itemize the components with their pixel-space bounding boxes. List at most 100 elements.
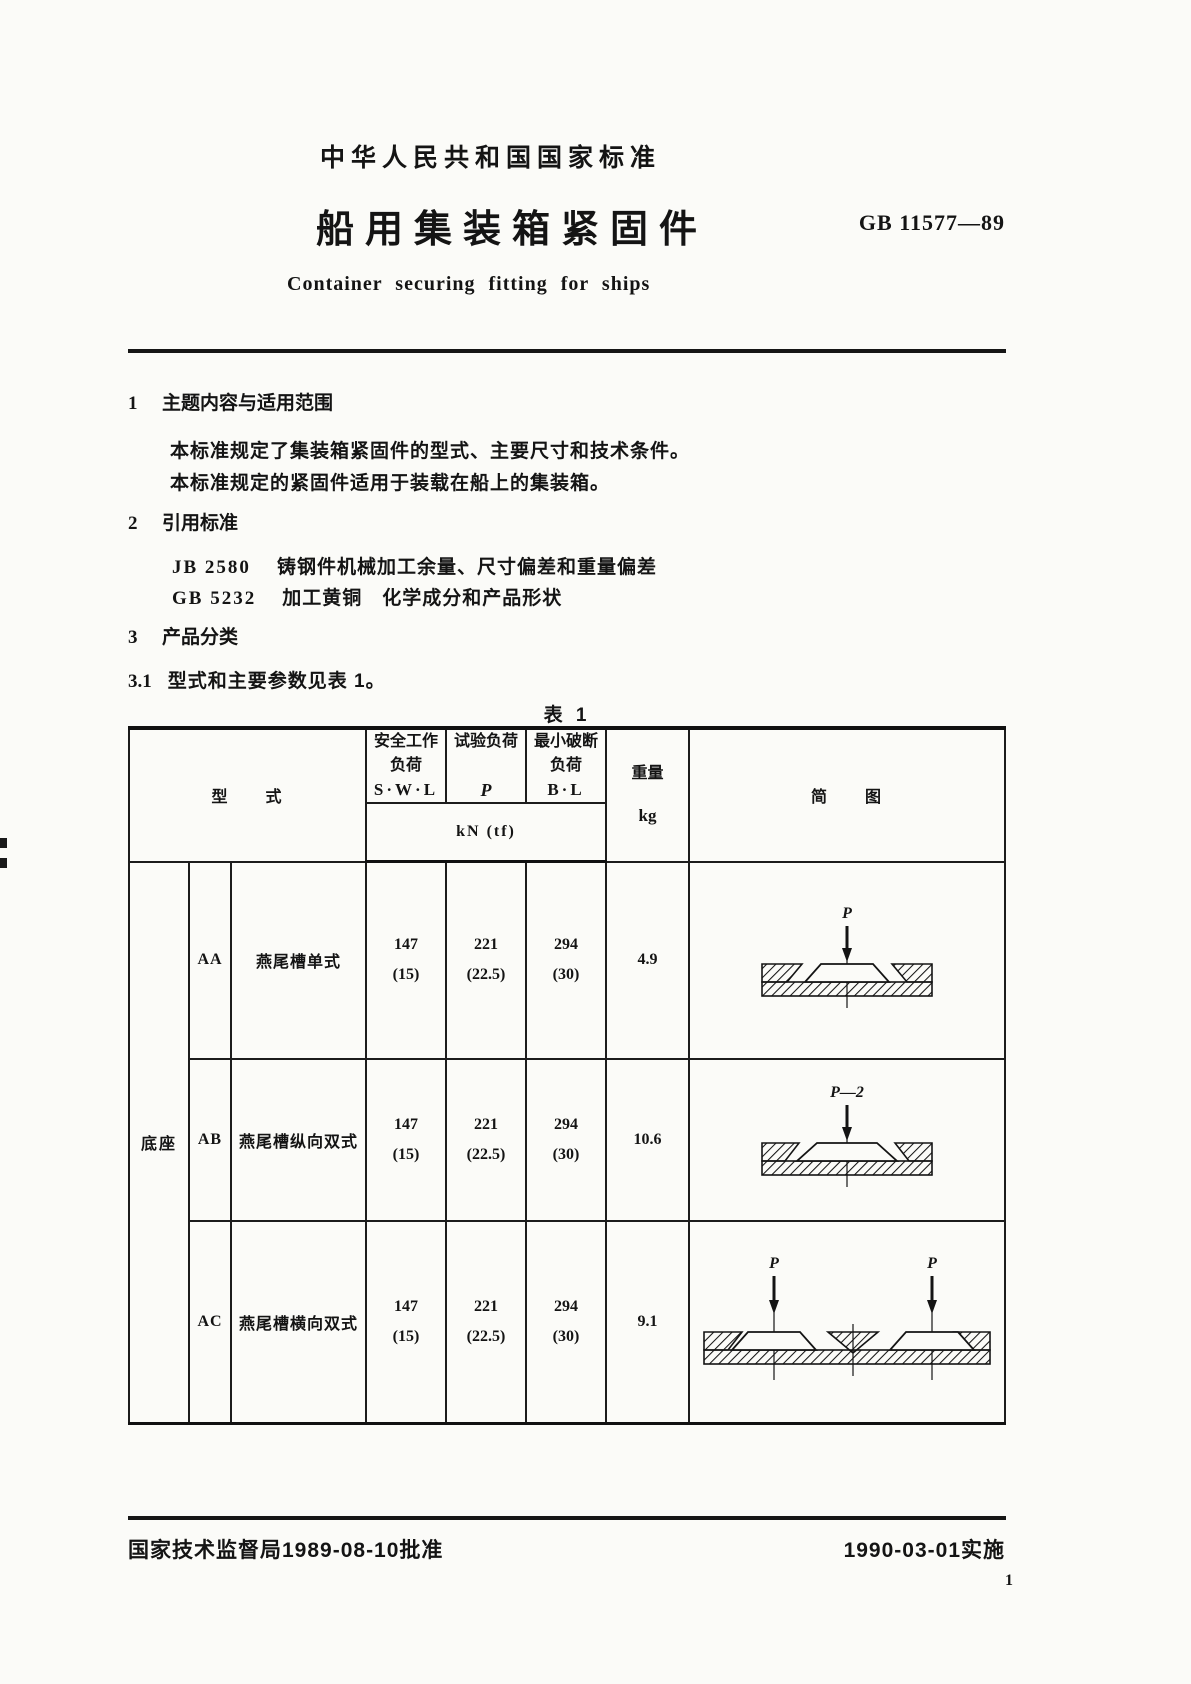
approval-note: 国家技术监督局1989-08-10批准	[128, 1539, 444, 1562]
swl-tf-aa: (15)	[392, 966, 420, 984]
section-3-1-number: 3.1	[128, 671, 152, 692]
reference-1-text: 铸钢件机械加工余量、尺寸偏差和重量偏差	[276, 557, 657, 578]
break-tf-ab: (30)	[552, 1145, 580, 1163]
cell-break-ac: 294 (30)	[525, 1219, 607, 1424]
diagram-ac-load-label-2: P	[926, 1255, 937, 1272]
header-test-load: 试验负荷 P	[445, 727, 527, 804]
header-break-line1: 最小破断	[533, 733, 598, 750]
section-3-1-line: 3.1 型式和主要参数见表 1。	[128, 666, 386, 693]
diagram-aa-load-label: P	[841, 905, 852, 922]
break-tf-aa: (30)	[552, 966, 580, 984]
standard-number: GB 11577—89	[858, 210, 1005, 235]
national-standard-header: 中华人民共和国国家标准	[320, 144, 662, 172]
cell-name-aa: 燕尾槽单式	[230, 860, 367, 1060]
table-1-caption: 表 1	[543, 705, 591, 726]
diagram-ab-load-label: P—2	[829, 1084, 864, 1101]
header-diagram: 简 图	[688, 727, 1006, 863]
cell-weight-ac: 9.1	[605, 1219, 690, 1424]
document-title: 船用集装箱紧固件	[316, 209, 709, 251]
table-1: 型 式 安全工作 负荷 S·W·L 试验负荷 P 最小破断 负荷 B·L 重量	[128, 726, 1006, 1425]
page-number: 1	[1005, 1572, 1013, 1589]
table-row-ab: AB 燕尾槽纵向双式 147 (15) 221 (22.5) 294 (30) …	[129, 1057, 1006, 1222]
diagram-aa-dovetail-single: P	[761, 905, 933, 1008]
header-weight-unit: kg	[638, 806, 657, 826]
section-3-number: 3	[128, 627, 138, 648]
section-3-heading: 3 产品分类	[128, 622, 238, 649]
cell-code-ac: AC	[188, 1219, 232, 1424]
header-swl-symbol: S·W·L	[373, 780, 439, 799]
test-tf-ac: (22.5)	[466, 1327, 506, 1345]
header-swl-line2: 负荷	[389, 757, 422, 774]
break-kn-ac: 294	[554, 1297, 578, 1315]
cell-code-aa: AA	[188, 860, 232, 1060]
header-rule	[128, 349, 1006, 353]
reference-2-code: GB 5232	[172, 588, 257, 609]
section-1-paragraph-2: 本标准规定的紧固件适用于装载在船上的集装箱。	[170, 473, 611, 494]
cell-test-ac: 221 (22.5)	[445, 1219, 527, 1424]
reference-1: JB 2580 铸钢件机械加工余量、尺寸偏差和重量偏差	[172, 552, 657, 579]
diagram-ab-dovetail-longitudinal-double: P—2	[761, 1084, 933, 1187]
reference-2-text: 加工黄铜 化学成分和产品形状	[282, 588, 563, 609]
swl-kn-aa: 147	[394, 936, 418, 954]
diagram-ac-load-label-1: P	[768, 1255, 779, 1272]
footer-rule	[128, 1516, 1006, 1520]
header-breaking-load: 最小破断 负荷 B·L	[525, 727, 607, 804]
scan-artifact	[0, 858, 7, 868]
table-header-row-2: kN (tf)	[129, 802, 1005, 863]
cell-weight-aa: 4.9	[605, 860, 690, 1060]
header-weight: 重量 kg	[605, 727, 690, 863]
cell-break-ab: 294 (30)	[525, 1057, 607, 1222]
test-tf-aa: (22.5)	[466, 966, 506, 984]
cell-code-ab: AB	[188, 1057, 232, 1222]
header-type: 型 式	[128, 727, 367, 863]
header-unit: kN (tf)	[365, 802, 607, 863]
swl-kn-ab: 147	[394, 1115, 418, 1133]
group-label-base: 底座	[128, 860, 190, 1424]
break-kn-ab: 294	[554, 1115, 578, 1133]
section-3-1-text: 型式和主要参数见表 1。	[167, 671, 386, 692]
test-kn-ac: 221	[474, 1297, 498, 1315]
section-2-number: 2	[128, 513, 138, 534]
cell-weight-ab: 10.6	[605, 1057, 690, 1222]
header-swl: 安全工作 负荷 S·W·L	[365, 727, 447, 804]
cell-name-ab: 燕尾槽纵向双式	[230, 1057, 367, 1222]
implementation-note: 1990-03-01实施	[843, 1539, 1005, 1562]
test-kn-aa: 221	[474, 936, 498, 954]
section-1-heading: 1 主题内容与适用范围	[128, 388, 333, 415]
english-title: Container securing fitting for ships	[287, 273, 651, 295]
test-tf-ab: (22.5)	[466, 1145, 506, 1163]
section-3-title: 产品分类	[162, 627, 239, 648]
section-2-heading: 2 引用标准	[128, 508, 238, 535]
section-2-title: 引用标准	[162, 513, 239, 534]
diagram-ac-dovetail-transverse-double: P P	[703, 1255, 991, 1380]
break-kn-aa: 294	[554, 936, 578, 954]
break-tf-ac: (30)	[552, 1327, 580, 1345]
swl-kn-ac: 147	[394, 1297, 418, 1315]
header-break-line2: 负荷	[549, 757, 582, 774]
reference-2: GB 5232 加工黄铜 化学成分和产品形状	[172, 583, 562, 610]
cell-break-aa: 294 (30)	[525, 860, 607, 1060]
section-1-number: 1	[128, 393, 138, 414]
section-1-paragraph-1: 本标准规定了集装箱紧固件的型式、主要尺寸和技术条件。	[170, 441, 691, 462]
header-weight-line1: 重量	[631, 765, 664, 783]
cell-swl-ac: 147 (15)	[365, 1219, 447, 1424]
cell-diagram-ab: P—2	[688, 1057, 1006, 1222]
section-1-title: 主题内容与适用范围	[162, 393, 334, 414]
cell-test-aa: 221 (22.5)	[445, 860, 527, 1060]
header-break-symbol: B·L	[547, 780, 585, 799]
header-test-symbol: P	[480, 780, 492, 800]
test-kn-ab: 221	[474, 1115, 498, 1133]
cell-swl-aa: 147 (15)	[365, 860, 447, 1060]
cell-name-ac: 燕尾槽横向双式	[230, 1219, 367, 1424]
reference-1-code: JB 2580	[172, 557, 251, 578]
cell-diagram-aa: P	[688, 860, 1006, 1060]
table-header-row-1: 型 式 安全工作 负荷 S·W·L 试验负荷 P 最小破断 负荷 B·L 重量	[128, 727, 1006, 863]
swl-tf-ab: (15)	[392, 1145, 420, 1163]
swl-tf-ac: (15)	[392, 1327, 420, 1345]
table-row-aa: 底座 AA 燕尾槽单式 147 (15) 221 (22.5) 294 (30)…	[128, 860, 1006, 1424]
cell-swl-ab: 147 (15)	[365, 1057, 447, 1222]
table-row-ac: AC 燕尾槽横向双式 147 (15) 221 (22.5) 294 (30) …	[129, 1219, 1006, 1424]
header-test-line1: 试验负荷	[453, 733, 518, 750]
cell-diagram-ac: P P	[688, 1219, 1006, 1424]
